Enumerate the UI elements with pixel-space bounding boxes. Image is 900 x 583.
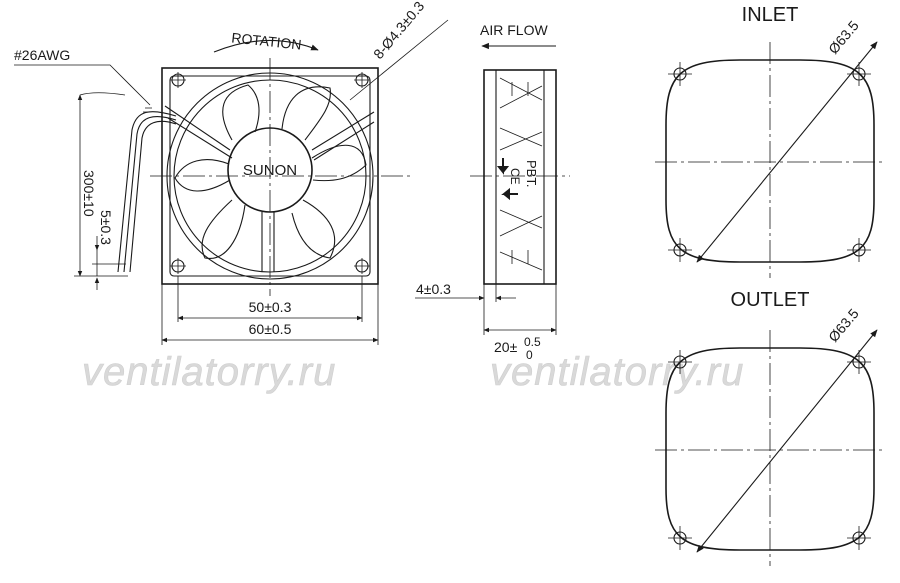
air-flow-label: AIR FLOW <box>480 22 548 38</box>
hole-spacing-label: 50±0.3 <box>249 299 292 315</box>
hole-spec-leader <box>349 19 449 101</box>
thickness-label: 20± <box>494 339 518 355</box>
lead-length-label: 300±10 <box>81 170 97 217</box>
inlet-diameter-line <box>696 41 878 263</box>
hole-spec-label: 8-Ø4.3±0.3 <box>370 0 427 62</box>
side-marking-label: PBT. <box>524 160 539 187</box>
fan-struts <box>164 105 375 272</box>
fan-wires <box>117 107 177 273</box>
down-arrow-icon <box>496 158 510 175</box>
wire-gauge-leader <box>14 64 151 106</box>
flange-label: 4±0.3 <box>416 281 451 297</box>
front-view: SUNON ROTATION 8-Ø4.3±0.3 #26AWG 300±10 <box>14 0 449 345</box>
thickness-upper-tol: 0.5 <box>524 335 541 349</box>
mounting-holes <box>170 72 370 274</box>
outlet-title: OUTLET <box>731 289 810 311</box>
left-arrow-icon <box>501 187 518 201</box>
ce-mark: CE <box>508 168 522 185</box>
fan-side-body <box>483 69 557 285</box>
rotation-arrow <box>213 39 319 53</box>
side-flanges <box>495 70 545 284</box>
outlet-diameter-line <box>696 329 878 553</box>
strip-length-label: 5±0.3 <box>98 210 114 245</box>
frame-size-label: 60±0.5 <box>249 321 292 337</box>
side-view: AIR FLOW CE PBT. 4±0.3 20± 0.5 0 <box>415 22 570 362</box>
outlet-view: OUTLET Ø63.5 <box>655 289 885 566</box>
inlet-view: INLET Ø63.5 <box>655 4 885 278</box>
rotation-label: ROTATION <box>231 29 303 52</box>
outlet-diameter-label: Ø63.5 <box>825 305 862 345</box>
inlet-title: INLET <box>742 4 799 26</box>
inlet-diameter-label: Ø63.5 <box>825 17 862 57</box>
watermark-left: ventilatorry.ru <box>82 350 336 394</box>
thickness-lower-tol: 0 <box>526 348 533 362</box>
wire-gauge-label: #26AWG <box>14 47 70 63</box>
